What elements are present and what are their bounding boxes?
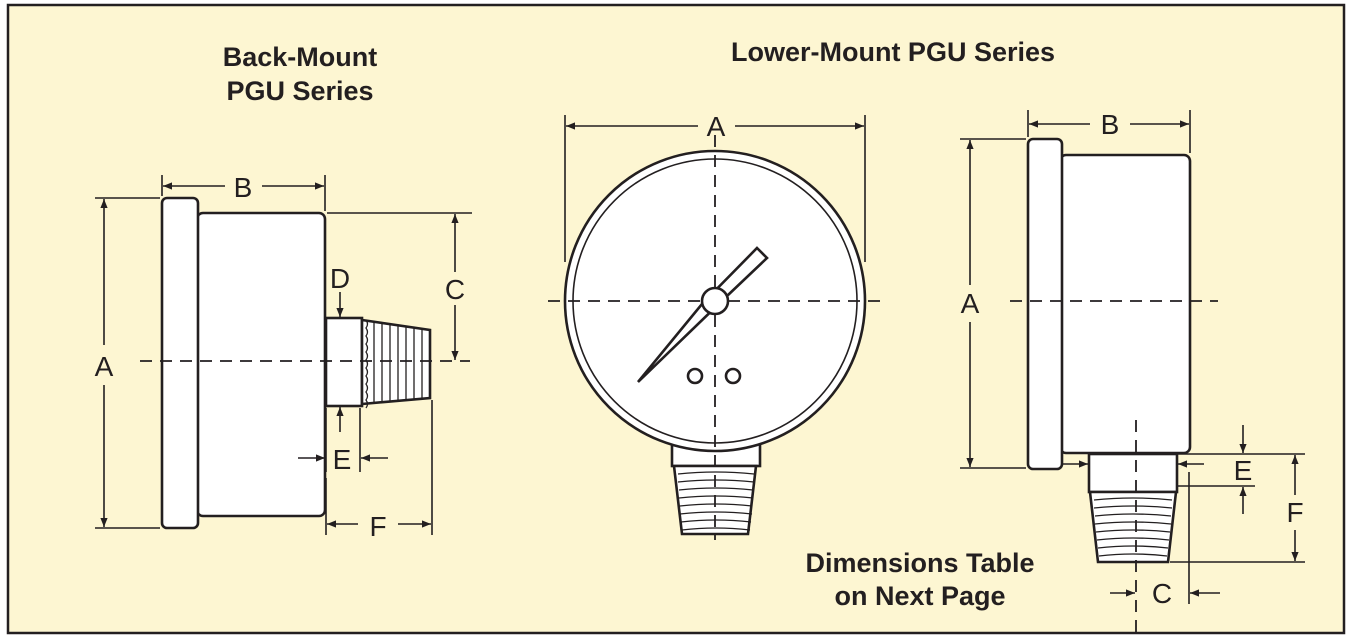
lower-mount-gauge-front-view (548, 135, 880, 540)
dimensions-note-line2: on Next Page (834, 581, 1005, 611)
lower-mount-title: Lower-Mount PGU Series (731, 37, 1055, 67)
back-dim-d-label: D (330, 263, 350, 294)
back-mount-title-line2: PGU Series (226, 76, 373, 106)
lower-mount-side-dimensions (960, 110, 1305, 604)
side-dim-f-label: F (1286, 497, 1303, 528)
back-dim-f-label: F (369, 511, 386, 542)
side-dim-e-label: E (1234, 455, 1253, 486)
lower-mount-front-dimensions (564, 115, 866, 262)
back-dim-a-label: A (95, 351, 114, 382)
lower-mount-gauge-side-view (1010, 137, 1218, 640)
back-dim-e-label: E (333, 444, 352, 475)
front-dim-a-label: A (707, 111, 726, 142)
back-mount-dimensions (95, 175, 472, 535)
side-dim-b-label: B (1101, 109, 1120, 140)
lower-mount-side-dimension-labels: A B E F C (961, 109, 1304, 609)
back-mount-dimension-labels: A B C D E F (95, 172, 465, 542)
back-dim-c-label: C (445, 274, 465, 305)
side-dim-c-label: C (1152, 578, 1172, 609)
back-mount-title-line1: Back-Mount (223, 42, 378, 72)
side-dim-a-label: A (961, 288, 980, 319)
back-mount-gauge-side-view (140, 196, 470, 530)
back-dim-b-label: B (234, 172, 253, 203)
dimensions-note-line1: Dimensions Table (805, 548, 1034, 578)
